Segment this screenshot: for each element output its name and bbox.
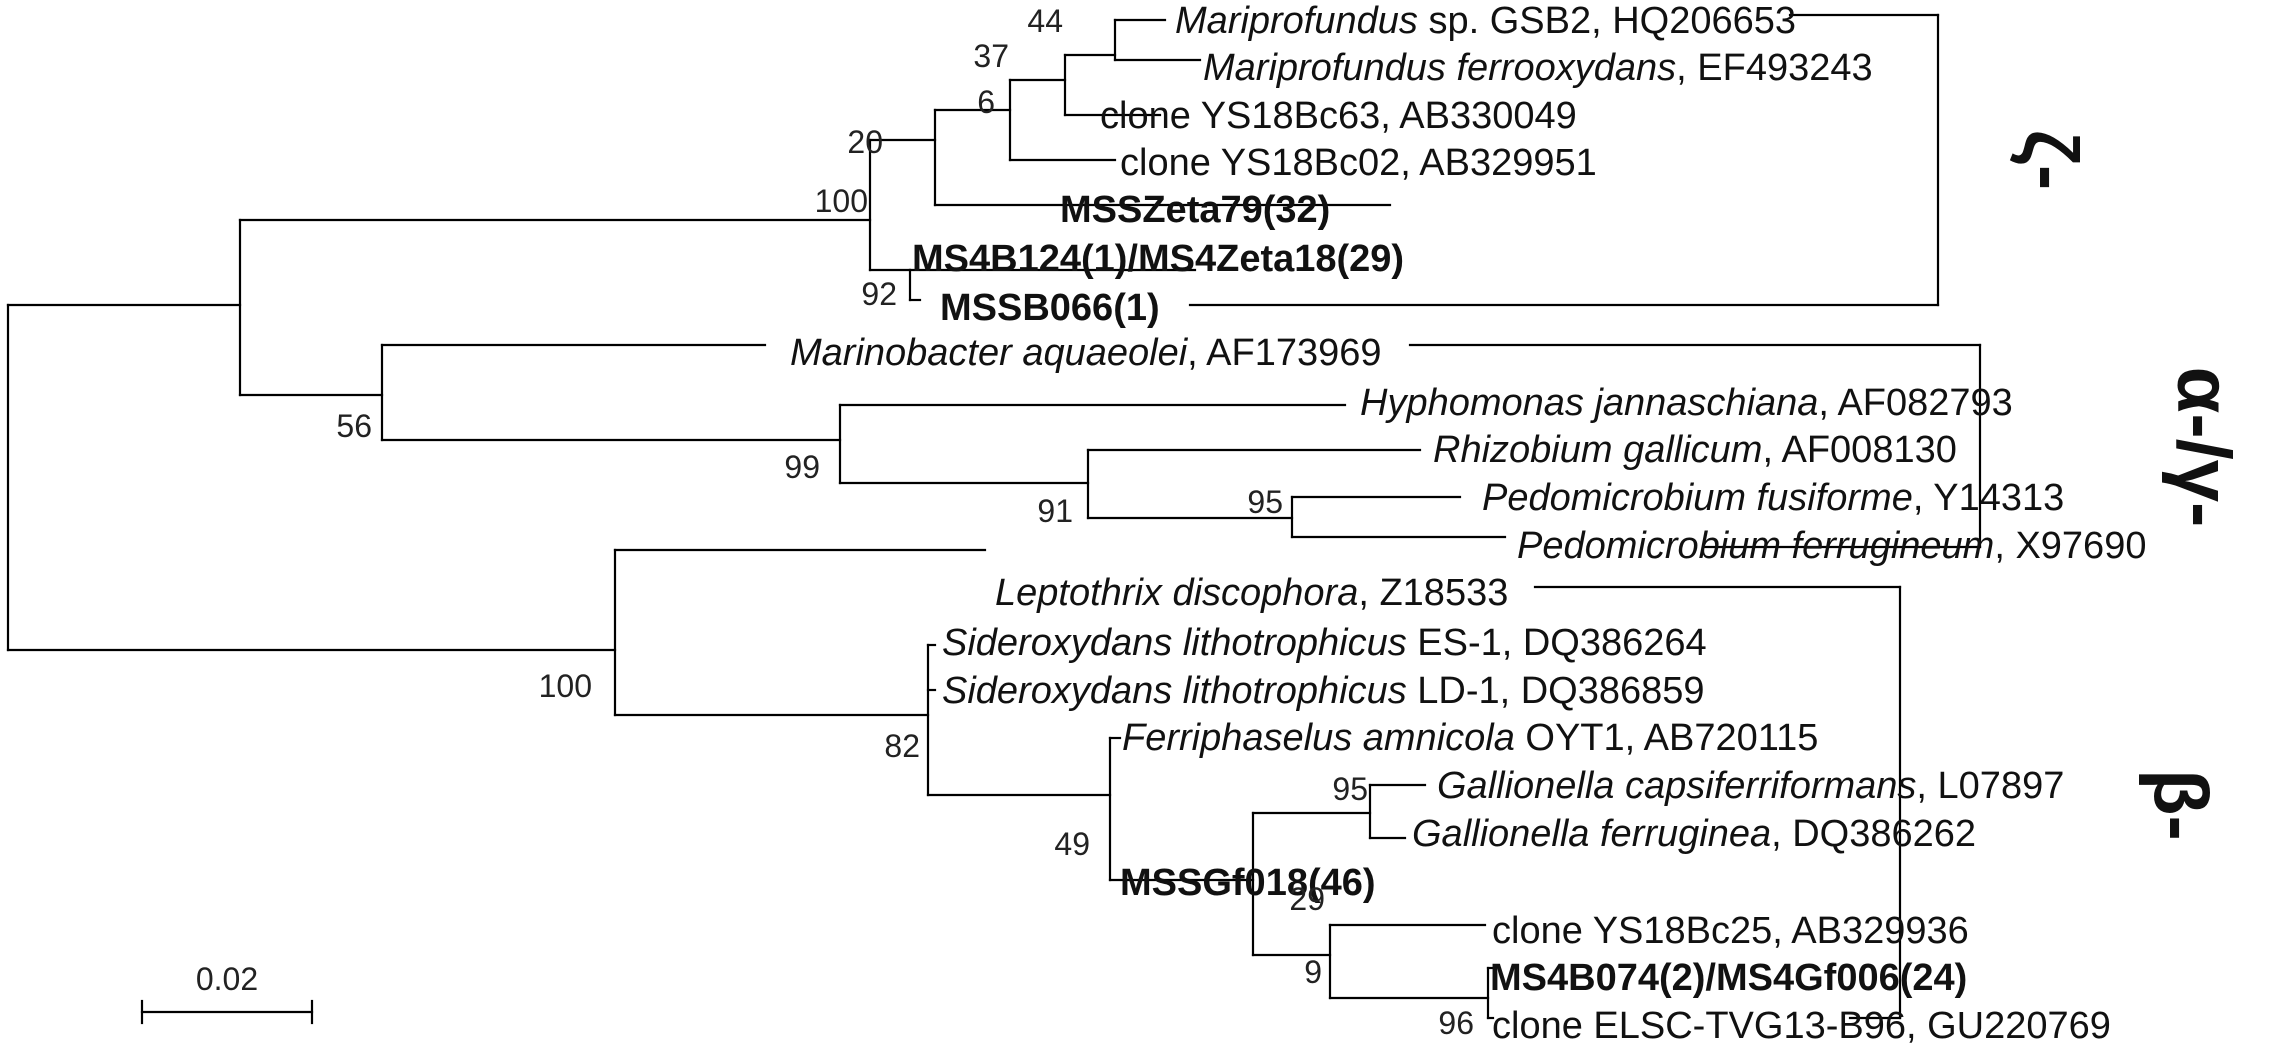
bootstrap-value: 6 [977,84,995,120]
taxon-name: Leptothrix discophora [995,572,1358,614]
bootstrap-value: 20 [847,124,883,160]
clade-label-beta: β- [2138,769,2223,841]
bootstrap-value: 95 [1247,484,1283,520]
bootstrap-value: 100 [815,183,868,219]
leaf-label: Gallionella ferruginea, DQ386262 [1412,813,1976,855]
bootstrap-value: 49 [1054,826,1090,862]
bootstrap-labels: 44 37 6 20 100 92 56 99 91 95 100 82 49 95 29 9 96 [336,3,1474,1041]
leaf-label: Sideroxydans lithotrophicus ES-1, DQ3862… [942,622,1707,664]
bootstrap-value: 44 [1027,3,1063,39]
leaf-label: MSSGf018(46) [1120,862,1376,904]
taxon-name: Mariprofundus [1175,0,1418,42]
scale-bar: 0.02 [140,961,314,1025]
leaf-label: Sideroxydans lithotrophicus LD-1, DQ3868… [942,670,1705,712]
taxon-name: Ferriphaselus amnicola [1122,717,1515,759]
bootstrap-value: 99 [784,449,820,485]
bootstrap-value: 9 [1304,954,1322,990]
leaf-labels: Mariprofundus sp. GSB2, HQ206653Mariprof… [790,0,2146,1047]
leaf-label-text: sp. GSB2, HQ206653 [1418,0,1796,42]
taxon-name: Pedomicrobium fusiforme [1482,477,1913,519]
leaf-label-text: , EF493243 [1676,47,1872,89]
leaf-label: Pedomicrobium ferrugineum, X97690 [1517,525,2146,567]
leaf-label: Mariprofundus sp. GSB2, HQ206653 [1175,0,1796,42]
taxon-name: Sideroxydans lithotrophicus [942,670,1407,712]
bootstrap-value: 92 [861,276,897,312]
bootstrap-value: 37 [973,38,1009,74]
leaf-label-text: , AF008130 [1762,429,1956,471]
taxon-name: Gallionella ferruginea [1412,813,1771,855]
leaf-label-text: , L07897 [1916,765,2064,807]
leaf-label-text: LD-1, DQ386859 [1407,670,1705,712]
leaf-label: clone YS18Bc25, AB329936 [1492,910,1969,952]
bootstrap-value: 100 [539,668,592,704]
leaf-label-text: , Y14313 [1913,477,2064,519]
leaf-label-text: clone YS18Bc02, AB329951 [1120,142,1597,184]
taxon-name: Mariprofundus ferrooxydans [1203,47,1676,89]
leaf-label: Leptothrix discophora, Z18533 [995,572,1508,614]
bootstrap-value: 95 [1332,771,1368,807]
bootstrap-value: 82 [884,728,920,764]
leaf-label: Marinobacter aquaeolei, AF173969 [790,332,1382,374]
scale-bar-label: 0.02 [196,961,258,997]
leaf-label-text: MSSB066(1) [940,287,1160,329]
leaf-label-text: MSSZeta79(32) [1060,189,1330,231]
bootstrap-value: 56 [336,408,372,444]
clade-label-alphagamma: α-/γ- [2161,367,2246,528]
leaf-label-text: , AF082793 [1818,382,2012,424]
taxon-name: Pedomicrobium ferrugineum [1517,525,1994,567]
leaf-label-text: , Z18533 [1358,572,1508,614]
leaf-label: MSSZeta79(32) [1060,189,1330,231]
taxon-name: Marinobacter aquaeolei [790,332,1189,374]
leaf-label: MSSB066(1) [940,287,1160,329]
bootstrap-value: 29 [1289,881,1325,917]
leaf-label-text: MSSGf018(46) [1120,862,1376,904]
taxon-name: Hyphomonas jannaschiana [1360,382,1818,424]
leaf-label-text: clone YS18Bc25, AB329936 [1492,910,1969,952]
leaf-label: Rhizobium gallicum, AF008130 [1433,429,1957,471]
leaf-label: MS4B074(2)/MS4Gf006(24) [1490,957,1967,999]
leaf-label: MS4B124(1)/MS4Zeta18(29) [912,238,1404,280]
clade-label-zeta: ζ- [2008,130,2093,190]
leaf-label-text: , X97690 [1994,525,2146,567]
leaf-label: Ferriphaselus amnicola OYT1, AB720115 [1122,717,1818,759]
leaf-label: Hyphomonas jannaschiana, AF082793 [1360,382,2013,424]
leaf-label-text: , DQ386262 [1771,813,1976,855]
taxon-name: Sideroxydans lithotrophicus [942,622,1407,664]
bootstrap-value: 91 [1037,493,1073,529]
leaf-label-text: MS4B074(2)/MS4Gf006(24) [1490,957,1967,999]
leaf-label-text: clone YS18Bc63, AB330049 [1100,95,1577,137]
leaf-label-text: OYT1, AB720115 [1515,717,1819,759]
leaf-label-text: ES-1, DQ386264 [1407,622,1707,664]
taxon-name: Rhizobium gallicum [1433,429,1762,471]
leaf-label: Gallionella capsiferriformans, L07897 [1437,765,2064,807]
leaf-label-text: MS4B124(1)/MS4Zeta18(29) [912,238,1404,280]
taxon-name: Gallionella capsiferriformans [1437,765,1916,807]
leaf-label: Mariprofundus ferrooxydans, EF493243 [1203,47,1873,89]
tree-branches [6,13,1982,1020]
leaf-label: clone YS18Bc02, AB329951 [1120,142,1597,184]
leaf-label: Pedomicrobium fusiforme, Y14313 [1482,477,2064,519]
bootstrap-value: 96 [1438,1005,1474,1041]
leaf-label-text: , AF173969 [1187,332,1381,374]
clade-brackets: ζ-α-/γ-β- [2008,130,2246,841]
leaf-label: clone YS18Bc63, AB330049 [1100,95,1577,137]
leaf-label: clone ELSC-TVG13-B96, GU220769 [1492,1005,2111,1047]
leaf-label-text: clone ELSC-TVG13-B96, GU220769 [1492,1005,2111,1047]
